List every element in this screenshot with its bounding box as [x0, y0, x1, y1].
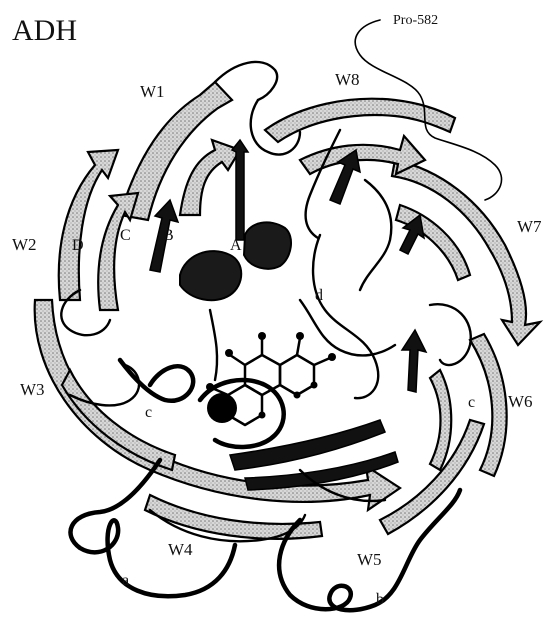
strand-label-b: B [163, 227, 174, 244]
blade-w2-inner-strand [98, 193, 138, 310]
w8-connector-coil [306, 130, 340, 238]
strand-label-d: D [72, 237, 84, 254]
right-coil [430, 304, 471, 365]
blade-label-w6: W6 [508, 392, 533, 411]
strand-label-a: A [230, 237, 242, 254]
blade-label-w4: W4 [168, 540, 193, 559]
loop-label-c-right: c [468, 394, 475, 411]
calcium-ion [207, 393, 237, 423]
blade-w7-strand [392, 160, 540, 345]
blade-label-w5: W5 [357, 550, 382, 569]
central-helix-top [244, 222, 291, 268]
blade-w1-inner-strand [180, 140, 240, 215]
loop-label-a: a [122, 572, 129, 589]
loop-d-coil [313, 235, 378, 398]
strand-a-helix [180, 251, 241, 300]
blade-label-w2: W2 [12, 235, 37, 254]
figure-title: ADH [12, 14, 77, 47]
w7-connector-coil [360, 180, 391, 290]
blade-w5-strand [380, 420, 484, 534]
blade-w6-inner-strand [430, 370, 451, 470]
loop-label-b: b [376, 591, 384, 608]
blade-w8-strand [265, 99, 455, 142]
strand-label-c: C [120, 227, 131, 244]
blade-label-w7: W7 [517, 217, 542, 236]
inner-strand-w6 [402, 330, 426, 392]
blade-w6-strand [470, 334, 507, 476]
blade-label-w1: W1 [140, 82, 165, 101]
blade-label-w8: W8 [335, 70, 360, 89]
blade-label-w3: W3 [20, 380, 45, 399]
loop-label-c-left: c [145, 404, 152, 421]
center-connector [210, 310, 217, 380]
loop-c-left-coil [120, 360, 193, 401]
pqq-cofactor [206, 332, 336, 425]
blade-w8-inner-strand [300, 136, 425, 174]
c-terminus-label: Pro-582 [393, 13, 438, 28]
loop-label-d: d [315, 287, 323, 304]
center-connector-2 [300, 300, 395, 355]
